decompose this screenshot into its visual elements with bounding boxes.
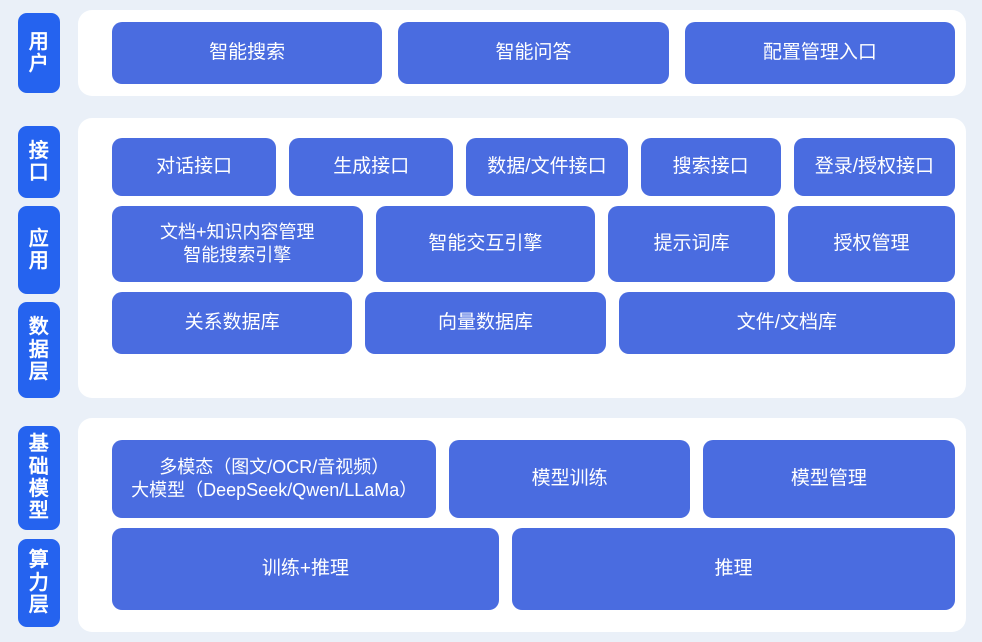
node-config-management-entry[interactable]: 配置管理入口 bbox=[684, 22, 955, 84]
node-authorization-management[interactable]: 授权管理 bbox=[788, 206, 956, 282]
layer-tab-foundation-model-char-1: 础 bbox=[28, 455, 50, 478]
layer-tab-data[interactable]: 数 据 层 bbox=[18, 302, 60, 398]
layer-tab-interface-char-0: 接 bbox=[28, 139, 50, 162]
layer-tab-compute-power-char-2: 层 bbox=[28, 594, 50, 617]
node-vector-database[interactable]: 向量数据库 bbox=[365, 292, 606, 354]
layer-tab-user-char-0: 用 bbox=[28, 30, 50, 53]
layer-tab-user[interactable]: 用 户 bbox=[18, 13, 60, 93]
node-smart-qa[interactable]: 智能问答 bbox=[398, 22, 669, 84]
node-model-training[interactable]: 模型训练 bbox=[449, 440, 690, 518]
node-inference[interactable]: 推理 bbox=[511, 528, 955, 610]
row-interface: 对话接口 生成接口 数据/文件接口 搜索接口 登录/授权接口 bbox=[112, 138, 956, 196]
node-data-file-api[interactable]: 数据/文件接口 bbox=[466, 138, 628, 196]
layer-tab-foundation-model-char-0: 基 bbox=[28, 433, 50, 456]
row-user: 智能搜索 智能问答 配置管理入口 bbox=[112, 22, 955, 84]
layer-tab-application-char-1: 用 bbox=[28, 250, 50, 272]
row-compute: 训练+推理 推理 bbox=[112, 528, 955, 610]
layer-tab-compute-power[interactable]: 算 力 层 bbox=[18, 539, 60, 627]
node-smart-interaction-engine[interactable]: 智能交互引擎 bbox=[375, 206, 596, 282]
tab-column-user: 用 户 bbox=[0, 10, 78, 96]
node-prompt-library[interactable]: 提示词库 bbox=[608, 206, 776, 282]
layer-tab-application[interactable]: 应 用 bbox=[18, 206, 60, 294]
section-base: 基 础 模 型 算 力 层 多模态（图文/OCR/音视频） 大模型（DeepSe… bbox=[0, 418, 982, 632]
panel-middle: 对话接口 生成接口 数据/文件接口 搜索接口 登录/授权接口 文档+知识内容管理… bbox=[78, 118, 966, 398]
node-doc-knowledge-management[interactable]: 文档+知识内容管理 智能搜索引擎 bbox=[112, 206, 363, 282]
layer-tab-data-char-0: 数 bbox=[28, 316, 50, 339]
layer-tab-compute-power-char-0: 算 bbox=[28, 549, 50, 572]
layer-tab-foundation-model[interactable]: 基 础 模 型 bbox=[18, 426, 60, 530]
node-login-auth-api[interactable]: 登录/授权接口 bbox=[793, 138, 956, 196]
panel-base: 多模态（图文/OCR/音视频） 大模型（DeepSeek/Qwen/LLaMa）… bbox=[78, 418, 966, 632]
panel-user: 智能搜索 智能问答 配置管理入口 bbox=[78, 10, 966, 96]
node-multimodal-large-model[interactable]: 多模态（图文/OCR/音视频） 大模型（DeepSeek/Qwen/LLaMa） bbox=[112, 440, 437, 518]
node-file-document-store[interactable]: 文件/文档库 bbox=[618, 292, 955, 354]
layer-tab-interface-char-1: 口 bbox=[28, 162, 50, 184]
node-smart-search[interactable]: 智能搜索 bbox=[112, 22, 383, 84]
node-model-management[interactable]: 模型管理 bbox=[702, 440, 955, 518]
node-relational-database[interactable]: 关系数据库 bbox=[112, 292, 353, 354]
row-application: 文档+知识内容管理 智能搜索引擎 智能交互引擎 提示词库 授权管理 bbox=[112, 206, 956, 282]
node-training-plus-inference[interactable]: 训练+推理 bbox=[112, 528, 499, 610]
section-middle: 接 口 应 用 数 据 层 对话接口 生成接口 数据/文件接口 搜索接口 登录/… bbox=[0, 118, 982, 398]
layer-tab-foundation-model-char-2: 模 bbox=[28, 478, 50, 500]
layer-tab-foundation-model-char-3: 型 bbox=[28, 500, 50, 523]
row-data: 关系数据库 向量数据库 文件/文档库 bbox=[112, 292, 955, 354]
node-generation-api[interactable]: 生成接口 bbox=[289, 138, 454, 196]
tab-column-middle: 接 口 应 用 数 据 层 bbox=[0, 118, 78, 398]
node-dialog-api[interactable]: 对话接口 bbox=[112, 138, 277, 196]
layer-tab-interface[interactable]: 接 口 bbox=[18, 126, 60, 198]
layer-tab-data-char-2: 层 bbox=[28, 361, 50, 384]
tab-column-base: 基 础 模 型 算 力 层 bbox=[0, 418, 78, 632]
section-user: 用 户 智能搜索 智能问答 配置管理入口 bbox=[0, 10, 982, 96]
row-model: 多模态（图文/OCR/音视频） 大模型（DeepSeek/Qwen/LLaMa）… bbox=[112, 440, 955, 518]
layer-tab-compute-power-char-1: 力 bbox=[28, 571, 50, 594]
layer-tab-data-char-1: 据 bbox=[28, 338, 50, 361]
layer-tab-application-char-0: 应 bbox=[28, 227, 50, 250]
node-search-api[interactable]: 搜索接口 bbox=[640, 138, 781, 196]
layer-tab-user-char-1: 户 bbox=[28, 53, 50, 75]
